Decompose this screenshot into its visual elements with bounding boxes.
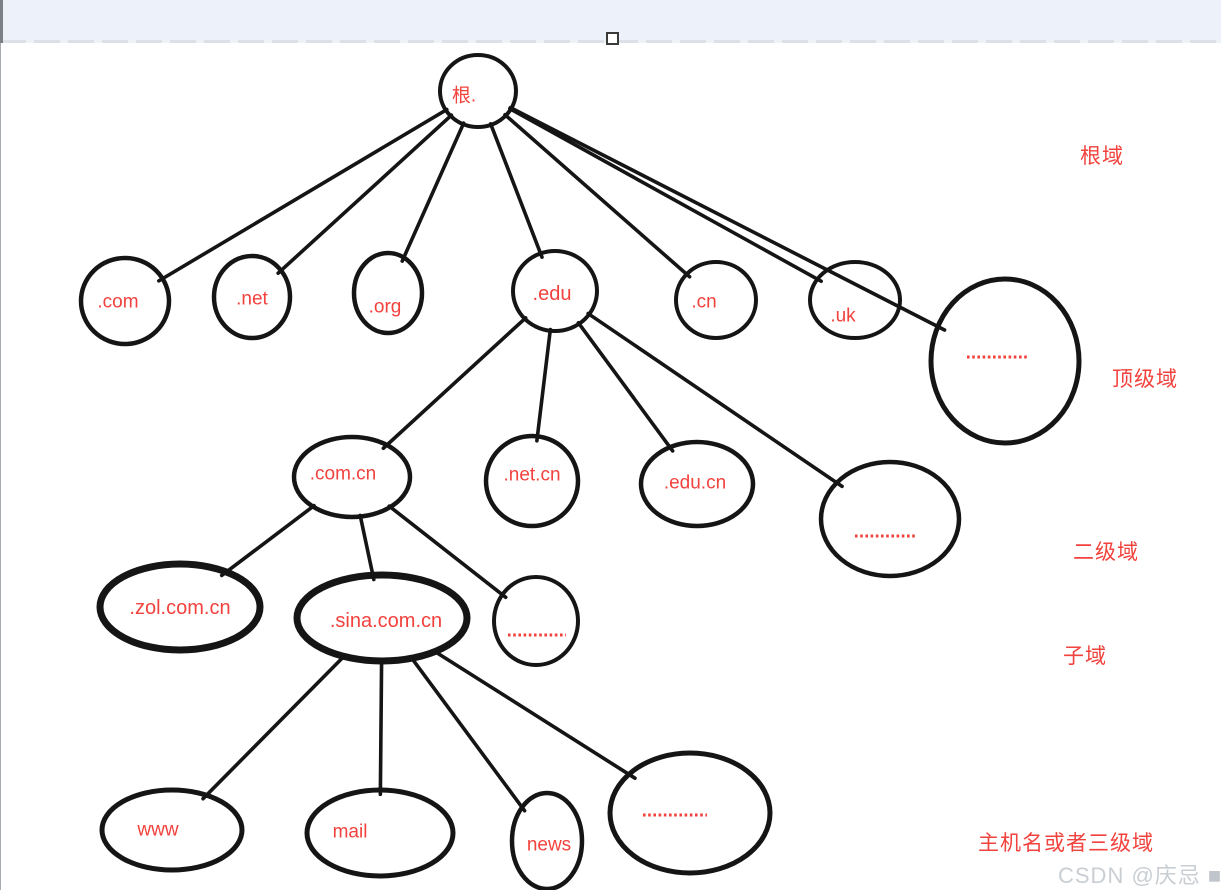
node-label-edu: .edu [533,283,572,305]
node-ellipse-mail [304,787,456,879]
node-label-www: www [136,820,178,841]
node-label-educn: .edu.cn [664,473,726,494]
node-ellipse-sld_dots [818,459,962,579]
node-ellipse-news [509,790,585,890]
edge-edu-comcn [381,316,528,451]
node-ellipse-www [99,787,245,873]
node-label-netcn: .net.cn [503,465,560,486]
edge-comcn-sina [358,513,376,582]
edge-sina-www [201,653,347,801]
edge-edu-netcn [535,327,553,443]
edge-sina-mail [378,657,384,797]
node-label-root: 根. [452,85,476,107]
node-label-news: news [527,835,571,856]
node-ellipse-tld_dots [928,276,1082,446]
node-label-cn: .cn [691,292,716,313]
edge-root-com [157,107,449,283]
edge-root-net [276,113,454,275]
node-ellipse-root [438,53,518,129]
watermark-block-icon: ■ [1207,863,1221,888]
edge-comcn-zol [219,503,316,578]
node-ellipse-host_dots [607,750,773,876]
node-ellipse-educn [638,439,756,529]
node-ellipse-org [351,250,425,336]
edge-edu-educn [576,320,675,453]
level-label-0: 根域 [1080,145,1124,168]
node-label-sina: .sina.com.cn [330,610,442,632]
edge-sina-host_dots [431,648,637,780]
edge-edu-sld_dots [586,311,844,489]
level-label-3: 子域 [1063,645,1107,668]
node-ellipse-net [211,253,293,341]
node-label-org: .org [369,297,402,318]
image-resize-handle[interactable] [606,32,619,45]
node-ellipse-cn [674,260,758,340]
node-ellipse-zol [96,560,264,654]
level-label-1: 顶级域 [1112,368,1178,391]
node-label-com: .com [97,292,138,313]
csdn-watermark: CSDN @庆忌 ■ [1058,858,1221,890]
node-ellipse-comcn [291,434,413,520]
node-ellipse-sub_dots [492,575,580,667]
node-label-uk: .uk [830,306,856,327]
node-ellipse-edu [511,249,599,333]
node-label-mail: mail [333,822,368,843]
edge-root-cn [503,112,692,279]
node-label-zol: .zol.com.cn [129,597,230,619]
left-border-top [0,0,3,43]
level-label-2: 二级域 [1073,541,1139,564]
node-label-net: .net [236,289,268,310]
edge-sina-news [409,655,527,813]
edge-comcn-sub_dots [387,504,508,600]
edge-root-org [400,121,466,263]
left-border [0,0,1,890]
edge-root-uk [508,106,823,284]
node-ellipse-uk [808,260,902,340]
edge-root-edu [488,122,544,260]
node-ellipse-netcn [483,433,581,529]
node-ellipse-com [78,255,172,347]
watermark-text: CSDN @庆忌 [1058,863,1201,888]
level-label-4: 主机名或者三级域 [978,832,1154,855]
edge-root-tld_dots [508,105,947,332]
node-label-comcn: .com.cn [310,464,377,485]
